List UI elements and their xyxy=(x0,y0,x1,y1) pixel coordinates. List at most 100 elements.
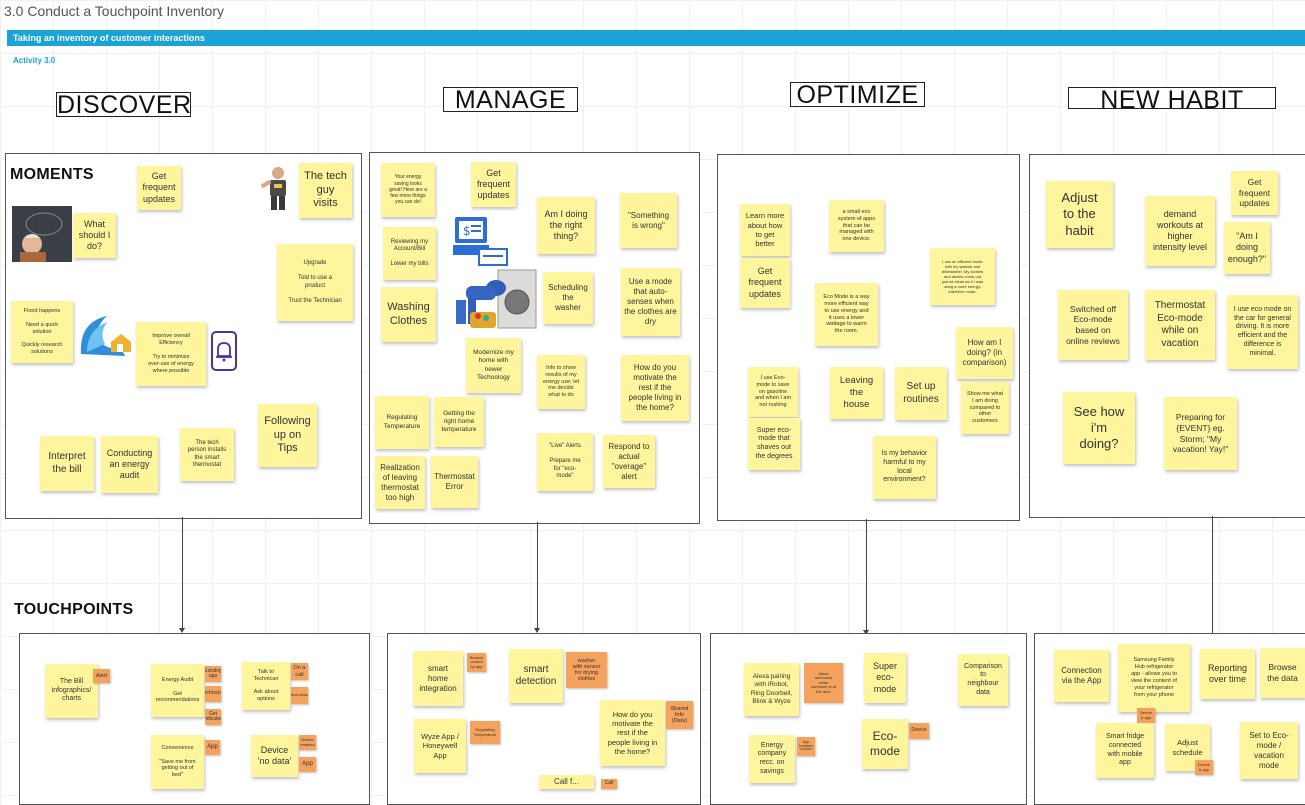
sticky-note[interactable]: Upgrade Told to use a product Trust the … xyxy=(277,244,353,321)
tag-note[interactable]: Device enabled xyxy=(299,735,316,750)
sticky-note[interactable]: Your energy saving looks great! Here are… xyxy=(381,163,435,217)
sticky-note[interactable]: Reviewing my Account/Bill Lower my bills xyxy=(383,227,436,280)
sticky-note[interactable]: Eco Mode is a way more efficient way to … xyxy=(815,283,878,346)
sticky-note[interactable]: Smart fridge connected with mobile app xyxy=(1096,723,1154,778)
sticky-note[interactable]: Get frequent updates xyxy=(740,258,790,308)
computer-bill-icon: $ xyxy=(451,215,509,270)
tag-note[interactable]: Device xyxy=(909,723,929,739)
sticky-note[interactable]: Is my behavior harmful to my local envir… xyxy=(873,436,936,499)
sticky-note[interactable]: Get frequent updates xyxy=(1231,171,1278,215)
sticky-note[interactable]: Preparing for {EVENT} eg. Storm; "My vac… xyxy=(1164,397,1237,470)
sticky-note[interactable]: Am I doing the right thing? xyxy=(537,197,595,254)
tag-note[interactable]: Regulating Temperature xyxy=(470,721,500,744)
tag-note[interactable]: washer with sensor for drying clothes xyxy=(566,652,607,688)
sticky-note[interactable]: Set to Eco- mode / vacation mode xyxy=(1240,722,1298,779)
sticky-note[interactable]: Alexa pairing with iRobot, Ring Doorbell… xyxy=(744,663,799,716)
sticky-note[interactable]: Show me what I am doing compared to othe… xyxy=(961,382,1009,434)
sticky-note[interactable]: Modernize my home with newer Technology xyxy=(466,338,521,393)
sticky-note[interactable]: smart detection xyxy=(509,649,563,703)
sticky-note[interactable]: Device 'no data' xyxy=(251,735,298,777)
sticky-note[interactable]: Scheduling the washer xyxy=(543,272,593,324)
sticky-note[interactable]: Energy company recc. on savings xyxy=(749,735,795,783)
activity-label: Activity 3.0 xyxy=(13,56,56,65)
sticky-note[interactable]: Samsung Family Hub refrigerator app - al… xyxy=(1118,644,1190,712)
sticky-note[interactable]: I use an efficient mode with my washer a… xyxy=(930,248,995,305)
sticky-note[interactable]: Energy Audit Get recommendations xyxy=(151,664,204,717)
touchpoints-label: TOUCHPOINTS xyxy=(14,601,134,618)
sticky-note[interactable]: Interpret the bill xyxy=(40,436,94,491)
sticky-note[interactable]: "Something is wrong" xyxy=(620,193,677,248)
sticky-note[interactable]: How do you motivate the rest if the peop… xyxy=(621,355,689,421)
sticky-note[interactable]: Regulating Temperature xyxy=(375,396,429,449)
sticky-note[interactable]: Super eco- mode that shaves out the degr… xyxy=(748,418,800,470)
sticky-note[interactable]: See how i'm doing? xyxy=(1063,392,1135,464)
sticky-note[interactable]: Reporting over time xyxy=(1200,649,1255,699)
sticky-note[interactable]: Talk to Technican Ask about options xyxy=(242,662,290,710)
sticky-note[interactable]: I use eco mode on the car for general dr… xyxy=(1227,295,1298,369)
stage-manage[interactable]: MANAGE xyxy=(443,87,578,113)
sticky-note[interactable]: smart home integration xyxy=(413,651,463,706)
tag-note[interactable]: App xyxy=(299,757,316,772)
sticky-note[interactable]: Thermostat Eco-mode while on vacation xyxy=(1145,290,1215,360)
sticky-note[interactable]: Eco- mode xyxy=(862,719,908,769)
tag-note[interactable]: App functions column xyxy=(797,737,815,756)
sticky-note[interactable]: Browse the data xyxy=(1260,648,1305,698)
sticky-note[interactable]: Wyze App / Honeywell App xyxy=(414,719,466,773)
stage-new-habit[interactable]: NEW HABIT xyxy=(1068,87,1276,113)
sticky-note[interactable]: The tech guy visits xyxy=(299,163,352,218)
sticky-note[interactable]: Super eco- mode xyxy=(864,653,906,703)
sticky-note[interactable]: Info to show results of my energy use; l… xyxy=(537,355,585,409)
tag-note[interactable]: On a call xyxy=(291,663,308,680)
connector-arrow xyxy=(1209,516,1215,644)
sticky-note[interactable]: Set up routines xyxy=(895,367,947,420)
sticky-note[interactable]: Connection via the App xyxy=(1054,650,1109,702)
sticky-note[interactable]: What should I do? xyxy=(73,213,116,258)
sticky-note[interactable]: Use a mode that auto- senses when the cl… xyxy=(621,268,680,336)
thinking-person-icon xyxy=(12,206,72,264)
sticky-note[interactable]: Respond to actual "overage" alert xyxy=(603,435,655,488)
sticky-note[interactable]: Conducting an energy audit xyxy=(101,436,158,493)
tag-note[interactable]: Device & app xyxy=(1137,708,1155,723)
sticky-note[interactable]: Learn more about how to get better xyxy=(740,204,790,256)
stage-discover[interactable]: DISCOVER xyxy=(56,91,192,119)
sticky-note[interactable]: "Am I doing enough?" xyxy=(1224,222,1270,274)
sticky-note[interactable]: Thermostat Error xyxy=(431,456,478,508)
sticky-note[interactable]: Improve overall Efficiency Try to minimi… xyxy=(136,322,206,386)
sticky-note[interactable]: How am I doing? (in comparison) xyxy=(956,327,1013,379)
tag-note[interactable]: Device & app xyxy=(1195,760,1213,775)
person-washer-icon xyxy=(448,268,538,332)
tag-note[interactable]: Technician xyxy=(205,686,221,702)
sticky-note[interactable]: Comparison to neighbour data xyxy=(958,654,1008,706)
sticky-note[interactable]: The tech person installs the smart therm… xyxy=(180,428,234,481)
stage-optimize[interactable]: OPTIMIZE xyxy=(790,82,925,108)
sticky-note[interactable]: Get frequent updates xyxy=(471,162,516,207)
tag-note[interactable]: Alert xyxy=(93,669,110,683)
sticky-note[interactable]: Realization of leaving thermostat too hi… xyxy=(375,456,425,509)
sticky-note[interactable]: Switched off Eco-mode based on online re… xyxy=(1058,290,1128,360)
sticky-note[interactable]: Call f... xyxy=(539,775,594,789)
sticky-note[interactable]: Convenience "Save me from getting out of… xyxy=(151,735,204,789)
sticky-note[interactable]: Flood happens Need a quick solution Quic… xyxy=(11,301,73,363)
sticky-note[interactable]: Adjust schedule xyxy=(1165,724,1210,771)
tag-note[interactable]: Alexa announce when someone is at the do… xyxy=(804,663,843,703)
tag-note[interactable]: App xyxy=(205,740,220,755)
tag-note[interactable]: Technician xyxy=(291,687,308,704)
tag-note[interactable]: Remote control by app xyxy=(467,653,486,672)
sticky-note[interactable]: The Bill infographics/ charts xyxy=(45,664,98,718)
sticky-note[interactable]: Adjust to the habit xyxy=(1046,181,1113,248)
sticky-note[interactable]: demand workouts at higher intensity leve… xyxy=(1145,196,1215,266)
sticky-note[interactable]: a small eco system of apps that can be m… xyxy=(829,200,884,252)
sticky-note[interactable]: Leaving the house xyxy=(830,367,883,419)
sticky-note[interactable]: Get frequent updates xyxy=(137,166,181,210)
tag-note[interactable]: Shared Info (Data) xyxy=(666,701,693,729)
sticky-note[interactable]: I use Eco- mode to save on gasoline and … xyxy=(748,367,798,417)
connector-arrow xyxy=(534,522,540,633)
sticky-note[interactable]: Following up on Tips xyxy=(258,404,317,467)
sticky-note[interactable]: Washing Clothes xyxy=(381,287,436,342)
sticky-note[interactable]: How do you motivate the rest if the peop… xyxy=(600,700,665,766)
sticky-note[interactable]: Getting the right home temperature xyxy=(434,397,484,447)
tag-note[interactable]: Get indicated xyxy=(205,709,221,725)
tag-note[interactable]: Call xyxy=(601,779,617,789)
tag-note[interactable]: Existing app xyxy=(205,666,221,682)
sticky-note[interactable]: "Live" Alerts Prepare me for "eco- mode" xyxy=(537,433,593,491)
